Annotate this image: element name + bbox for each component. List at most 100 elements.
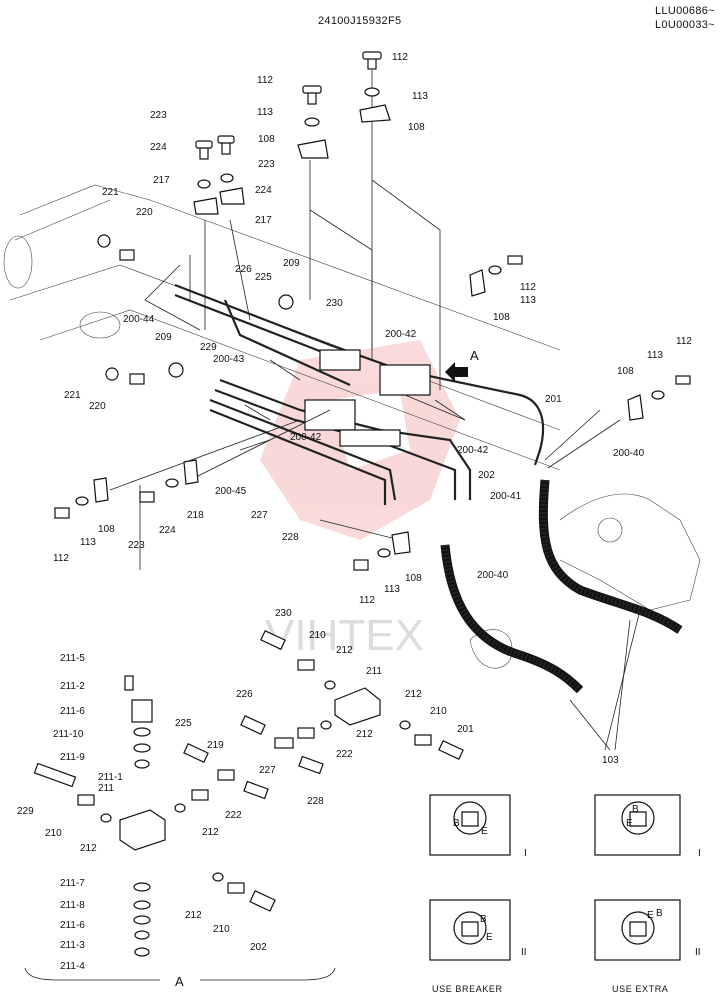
view-a-label: A bbox=[175, 974, 184, 989]
callout: 222 bbox=[225, 810, 242, 821]
callout: 227 bbox=[251, 510, 268, 521]
callout: 211-4 bbox=[60, 961, 85, 972]
callout: 113 bbox=[257, 107, 273, 118]
callout: 201 bbox=[545, 394, 562, 405]
callout: 223 bbox=[128, 540, 145, 551]
callout: 200-43 bbox=[213, 354, 245, 365]
callout: 210 bbox=[45, 828, 62, 839]
callout: 113 bbox=[412, 91, 428, 102]
callout: 211-9 bbox=[60, 752, 85, 763]
leader-lines bbox=[109, 70, 641, 751]
callout: 229 bbox=[200, 342, 217, 353]
callout: 112 bbox=[520, 282, 536, 293]
callout: 200-40 bbox=[613, 448, 645, 459]
callout: 211-8 bbox=[60, 900, 85, 911]
callout: 211-10 bbox=[53, 729, 84, 740]
inset-extra-2 bbox=[594, 899, 681, 961]
callout: 212 bbox=[336, 645, 353, 656]
callout: 112 bbox=[257, 75, 273, 86]
callout: 225 bbox=[175, 718, 192, 729]
callout: 220 bbox=[89, 401, 106, 412]
callout: 210 bbox=[213, 924, 230, 935]
callout: 212 bbox=[185, 910, 202, 921]
callout: 112 bbox=[676, 336, 692, 347]
callout: 227 bbox=[259, 765, 276, 776]
view-a-bracket: A bbox=[24, 967, 336, 989]
callout: 226 bbox=[235, 264, 252, 275]
callout: 229 bbox=[17, 806, 34, 817]
valve-letter: E bbox=[647, 910, 654, 921]
callout: 230 bbox=[326, 298, 343, 309]
callout: 211-6 bbox=[60, 920, 85, 931]
serial-range-2: L0U00033~ bbox=[655, 19, 715, 31]
callout: 108 bbox=[98, 524, 115, 535]
callout: 228 bbox=[307, 796, 324, 807]
callout: 230 bbox=[275, 608, 292, 619]
inset-breaker-2 bbox=[429, 899, 511, 961]
valve-blocks bbox=[304, 349, 431, 447]
callout: 212 bbox=[80, 843, 97, 854]
callout: 200-41 bbox=[490, 491, 522, 502]
valve-letter: E bbox=[486, 932, 493, 943]
serial-range-1: LLU00686~ bbox=[655, 5, 715, 17]
callout: 221 bbox=[64, 390, 81, 401]
callout: 209 bbox=[155, 332, 172, 343]
callout: 212 bbox=[202, 827, 219, 838]
hose-103 bbox=[440, 479, 683, 694]
drawing-code: 24100J15932F5 bbox=[318, 15, 401, 27]
callout: 218 bbox=[187, 510, 204, 521]
callout: 211-5 bbox=[60, 653, 85, 664]
callout: 211-1 bbox=[98, 772, 123, 783]
callout: 226 bbox=[236, 689, 253, 700]
callout: 112 bbox=[53, 553, 69, 564]
callout: 108 bbox=[617, 366, 634, 377]
callout: 212 bbox=[356, 729, 373, 740]
callout: 212 bbox=[405, 689, 422, 700]
small-parts-bottom bbox=[33, 630, 464, 957]
callout: 217 bbox=[153, 175, 170, 186]
watermark-text: VIHTEX bbox=[265, 611, 424, 660]
part-callouts: 112 113 108 112 113 108 223 224 223 224 … bbox=[17, 52, 692, 972]
callout: 211 bbox=[98, 783, 114, 794]
callout: 210 bbox=[430, 706, 447, 717]
callout: 219 bbox=[207, 740, 224, 751]
valve-letter: B bbox=[656, 908, 663, 919]
boom-outline bbox=[3, 184, 701, 669]
pipe-lines bbox=[174, 283, 545, 505]
callout: 113 bbox=[520, 295, 536, 306]
valve-letter: B bbox=[453, 818, 460, 829]
callout: 202 bbox=[250, 942, 267, 953]
callout: 113 bbox=[647, 350, 663, 361]
small-parts-top bbox=[54, 51, 691, 571]
callout: 223 bbox=[150, 110, 167, 121]
inset-breaker-1 bbox=[429, 794, 511, 856]
callout: 222 bbox=[336, 749, 353, 760]
callout: 200-42 bbox=[385, 329, 417, 340]
callout: 112 bbox=[392, 52, 408, 63]
callout: 210 bbox=[309, 630, 326, 641]
callout: 200-45 bbox=[215, 486, 247, 497]
callout: 200-42 bbox=[457, 445, 489, 456]
valve-letter: E bbox=[481, 826, 488, 837]
view-a-arrow: A bbox=[445, 348, 479, 382]
caption-use-breaker: USE BREAKER bbox=[432, 984, 503, 994]
callout: 202 bbox=[478, 470, 495, 481]
callout: 211-6 bbox=[60, 706, 85, 717]
roman-numeral: I bbox=[698, 848, 701, 859]
callout: 228 bbox=[282, 532, 299, 543]
callout: 112 bbox=[359, 595, 375, 606]
view-a-marker: A bbox=[470, 348, 479, 363]
callout: 200-40 bbox=[477, 570, 509, 581]
callout: 103 bbox=[602, 755, 619, 766]
callout: 211-3 bbox=[60, 940, 85, 951]
callout: 211-2 bbox=[60, 681, 85, 692]
callout: 211 bbox=[366, 666, 382, 677]
inset-extra-1 bbox=[594, 794, 681, 856]
callout: 225 bbox=[255, 272, 272, 283]
callout: 108 bbox=[405, 573, 422, 584]
caption-use-extra: USE EXTRA bbox=[612, 984, 668, 994]
callout: 200-42 bbox=[290, 432, 322, 443]
callout: 201 bbox=[457, 724, 474, 735]
